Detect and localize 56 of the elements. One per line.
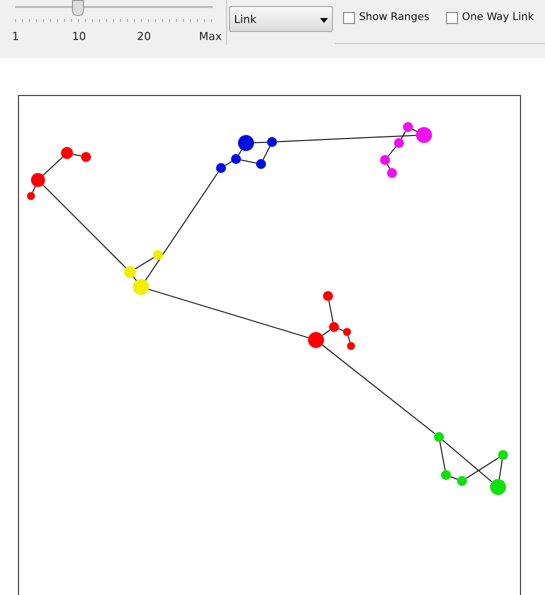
link-line [442, 440, 492, 482]
link-line [450, 476, 458, 480]
link-line [498, 459, 503, 480]
network-node [124, 266, 136, 278]
checkbox-label: One Way Link [462, 11, 534, 23]
network-node [434, 432, 444, 442]
link-line [328, 300, 334, 323]
network-node [380, 155, 390, 165]
link-line [276, 134, 416, 142]
network-node [394, 138, 404, 148]
link-line [148, 288, 309, 338]
network-node [256, 159, 266, 169]
link-line [400, 130, 406, 140]
network-node [490, 479, 506, 495]
network-node [329, 322, 339, 332]
dropdown: Link [229, 6, 333, 32]
network-node [216, 163, 226, 173]
network-node [153, 250, 163, 260]
network-node [133, 279, 149, 295]
network-node [441, 470, 451, 480]
tick-label: 20 [137, 30, 151, 43]
link-line [134, 257, 154, 270]
network-node [403, 122, 413, 132]
network-node [31, 173, 45, 187]
tick-label: 1 [12, 30, 19, 43]
network-node [347, 342, 355, 350]
link-line [254, 142, 268, 144]
tick-label: 10 [72, 30, 86, 43]
network-node [267, 137, 277, 147]
checkbox-label: Show Ranges [359, 11, 430, 23]
link-line [322, 329, 330, 336]
link-line [42, 156, 64, 176]
network-node [231, 154, 241, 164]
network-node [308, 332, 324, 348]
network-node [387, 168, 397, 178]
network-node [343, 328, 351, 336]
link-line [42, 184, 126, 268]
link-line [322, 344, 436, 434]
network-node [61, 147, 73, 159]
network-node [498, 450, 508, 460]
network-node [457, 476, 467, 486]
network-node [416, 127, 432, 143]
network-node [27, 192, 35, 200]
link-line [144, 172, 219, 281]
link-line [262, 146, 270, 160]
link-line [439, 441, 446, 471]
network-node [81, 152, 91, 162]
link-line [240, 159, 257, 164]
network-node [323, 291, 333, 301]
network-node [238, 135, 254, 151]
link-line [388, 146, 396, 157]
link-line [72, 154, 82, 156]
link-line [238, 149, 242, 156]
link-line [466, 457, 500, 479]
link-line [348, 335, 350, 343]
tick-label: Max [199, 30, 222, 43]
